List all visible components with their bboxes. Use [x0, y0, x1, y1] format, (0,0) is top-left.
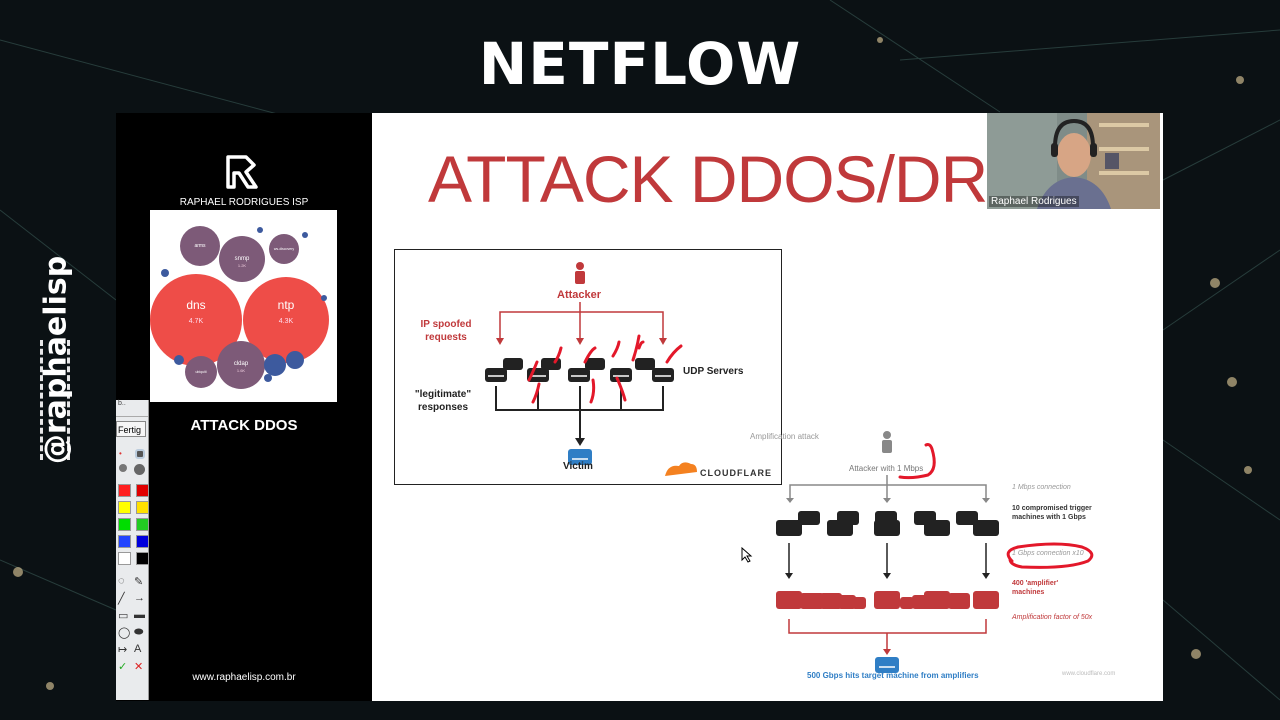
pen-size-row-large[interactable] [116, 461, 148, 478]
attacker-1mbps-label: Attacker with 1 Mbps [849, 464, 924, 473]
victim-label: Victim [563, 461, 593, 472]
bubble-dns-label: dns [186, 298, 205, 312]
bubble-ntp [243, 277, 329, 363]
bubble-arms-label: arms [194, 243, 206, 249]
amplification-diagram [776, 431, 1094, 673]
bubble-ubiquiti [185, 356, 217, 388]
pen-size-row[interactable]: • [116, 447, 148, 461]
red-annotation-marks [527, 334, 683, 404]
target-server-icon [875, 657, 899, 673]
amplification-title: Amplification attack [750, 432, 819, 441]
small-dot-icon[interactable]: • [119, 449, 122, 458]
color-swatch[interactable] [118, 501, 131, 514]
line-icon[interactable]: ╱ [118, 593, 125, 605]
rect-icon[interactable]: ▭ [118, 610, 129, 622]
red-circle-annotations [898, 443, 1094, 569]
medium-dot-icon[interactable] [135, 449, 145, 459]
credit-label: www.cloudflare.com [1062, 671, 1116, 677]
section-label: ATTACK DDOS [190, 417, 298, 434]
color-swatch[interactable] [118, 518, 131, 531]
color-swatch[interactable] [136, 501, 149, 514]
page-title: NETFLOW [478, 30, 802, 98]
bubble-arms [180, 226, 220, 266]
presentation-slide: ATTACK DDOS/DRE [372, 113, 1163, 701]
brand-name: RAPHAEL RODRIGUES ISP [179, 197, 309, 208]
reflection-diagram: Attacker IP spoofed requests UDP Servers… [394, 249, 782, 485]
presenter-name: Raphael Rodrigues [989, 196, 1079, 207]
bubble-snmp-value: 1.2K [238, 263, 247, 268]
bubble-dns [150, 274, 242, 366]
udp-server-icons [485, 358, 674, 382]
sidebar: RAPHAEL RODRIGUES ISP dns 4.7K ntp 4.3K … [116, 113, 372, 701]
victim-server-icon [568, 449, 592, 465]
close-icon[interactable]: ✕ [134, 661, 144, 673]
color-swatch[interactable] [118, 484, 131, 497]
mouse-cursor-icon [741, 547, 753, 563]
channel-handle: @raphaelisp [38, 255, 74, 465]
bubble-ubiquiti-label: ubiquiti [195, 370, 206, 374]
handle-decoration [40, 340, 70, 460]
trigger-label: 10 compromised trigger machines with 1 G… [1012, 505, 1092, 521]
conn1-label: 1 Mbps connection [1012, 484, 1071, 491]
bubble-ntp-label: ntp [278, 298, 295, 312]
text-icon[interactable]: A [134, 643, 142, 655]
legitimate-responses-label: "legitimate" responses [414, 389, 472, 413]
filled-rect-icon[interactable]: ▬ [134, 609, 145, 621]
amplifier-label: 400 'amplifier' machines [1012, 580, 1059, 596]
bubble-cldap-label: cldap [234, 361, 249, 367]
attacker-grey-icon [882, 431, 892, 453]
color-swatch[interactable] [136, 484, 149, 497]
trigger-machine-icons [776, 511, 999, 536]
attacker-icon [575, 262, 585, 284]
rr-logo-icon [226, 155, 258, 189]
color-swatch[interactable] [136, 535, 149, 548]
bubble-ws-label: ws-discovery [274, 247, 294, 251]
color-swatch[interactable] [118, 552, 131, 565]
color-palette [116, 478, 149, 565]
filled-ellipse-icon[interactable]: ⬬ [134, 626, 144, 638]
bubble-cldap [217, 341, 265, 389]
webcam-feed: Raphael Rodrigues [987, 113, 1160, 209]
tools-grid: ◌ ✎ ╱ → ▭ ▬ ◯ ⬬ ↦ A ✓ ✕ [116, 565, 148, 673]
amplifier-machine-icons [776, 591, 999, 609]
conn2-label: 1 Gbps connection x10 [1012, 550, 1084, 557]
done-button[interactable]: Fertig [116, 421, 146, 437]
udp-servers-label: UDP Servers [683, 366, 744, 377]
lasso-icon[interactable]: ◌ [118, 575, 125, 587]
toolbar-header: b.. [116, 400, 148, 417]
attacker-label: Attacker [557, 289, 602, 301]
website-url: www.raphaelisp.com.br [192, 672, 296, 683]
color-swatch[interactable] [118, 535, 131, 548]
color-swatch[interactable] [136, 518, 149, 531]
slide-title: ATTACK DDOS/DRE [428, 142, 1031, 216]
factor-label: Amplification factor of 50x [1012, 614, 1093, 621]
cloudflare-label: CLOUDFLARE [700, 468, 772, 478]
eraser-icon[interactable]: ✎ [134, 576, 144, 588]
presenter-video [987, 113, 1160, 209]
ip-spoofed-label: IP spoofed requests [420, 319, 472, 343]
bubble-snmp [219, 236, 265, 282]
cloudflare-logo-icon [665, 462, 697, 476]
pointer-arrow-icon[interactable]: ↦ [118, 644, 128, 656]
arrow-icon[interactable]: → [134, 592, 145, 604]
ellipse-icon[interactable]: ◯ [118, 627, 131, 639]
protocol-bubble-chart: dns 4.7K ntp 4.3K snmp 1.2K arms ws-disc… [150, 210, 337, 402]
result-label: 500 Gbps hits target machine from amplif… [807, 671, 979, 680]
drawing-toolbar: b.. Fertig • ◌ ✎ ╱ → ▭ ▬ ◯ ⬬ ↦ A ✓ ✕ [116, 400, 149, 700]
color-swatch[interactable] [136, 552, 149, 565]
bubble-ws-discovery [269, 234, 299, 264]
bubble-dns-value: 4.7K [189, 318, 204, 325]
bubble-cldap-value: 1.6K [237, 368, 246, 373]
bubble-snmp-label: snmp [235, 256, 250, 262]
check-icon[interactable]: ✓ [118, 661, 128, 673]
bubble-ntp-value: 4.3K [279, 318, 294, 325]
